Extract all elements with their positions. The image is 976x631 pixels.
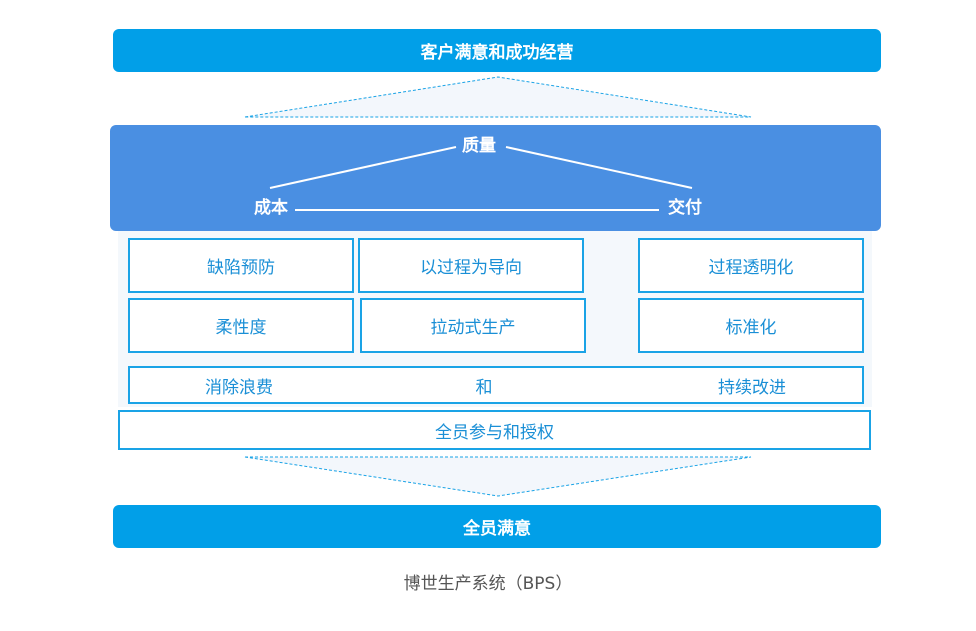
diagram-caption: 博世生产系统（BPS） [403, 574, 573, 594]
pillar-pull-production-label: 拉动式生产 [430, 318, 516, 338]
employee-satisfaction-bar: 全员满意 [113, 505, 881, 548]
delivery-label: 交付 [668, 198, 702, 218]
foundation-row: 全员参与和授权 [118, 410, 871, 450]
quality-label: 质量 [462, 136, 496, 156]
continuous-improvement-label: 持续改进 [718, 378, 786, 398]
waste-elimination-label: 消除浪费 [205, 378, 273, 398]
improvement-row [128, 366, 864, 404]
pillar-defect-prevention: 缺陷预防 [128, 238, 354, 293]
employee-satisfaction-label: 全员满意 [463, 519, 531, 539]
pillar-process-orientation: 以过程为导向 [358, 238, 584, 293]
pillar-transparency-label: 过程透明化 [708, 258, 794, 278]
and-label: 和 [475, 378, 493, 398]
pillar-flexibility: 柔性度 [128, 298, 354, 353]
pillar-pull-production: 拉动式生产 [360, 298, 586, 353]
pillar-defect-prevention-label: 缺陷预防 [207, 258, 275, 278]
customer-satisfaction-bar: 客户满意和成功经营 [113, 29, 881, 72]
foundation-label: 全员参与和授权 [435, 422, 554, 443]
cost-label: 成本 [254, 198, 288, 218]
qcd-triangle-lines [269, 146, 693, 211]
pillar-transparency: 过程透明化 [638, 238, 864, 293]
customer-satisfaction-label: 客户满意和成功经营 [420, 43, 574, 63]
pillar-standardization: 标准化 [638, 298, 864, 353]
pillar-process-orientation-label: 以过程为导向 [420, 258, 522, 278]
qcd-panel: 质量 成本 交付 [110, 125, 881, 231]
pillar-flexibility-label: 柔性度 [215, 318, 267, 338]
pillar-standardization-label: 标准化 [725, 318, 777, 338]
